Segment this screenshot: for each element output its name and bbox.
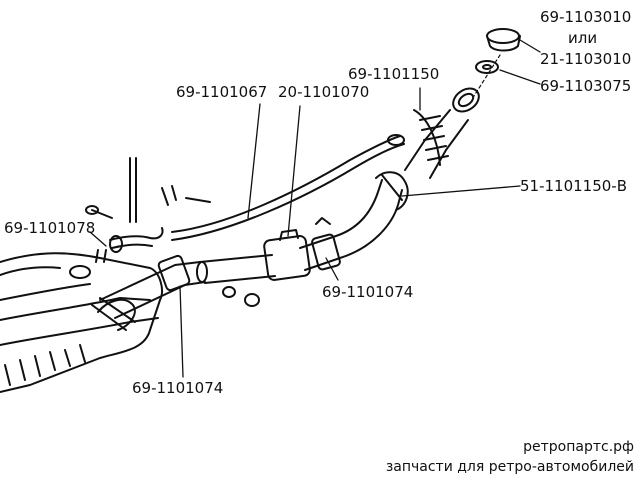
breather-tube: [95, 134, 405, 263]
label-clamp-a: 20-1101070: [278, 83, 370, 101]
filler-cap-group: [473, 28, 521, 97]
watermark-site: ретропартс.рф: [523, 439, 634, 455]
label-filler-hose: 69-1101150: [348, 65, 440, 83]
label-vent-pipe: 69-1101078: [4, 219, 96, 237]
filler-neck: [404, 87, 480, 179]
loose-parts: [85, 157, 260, 307]
label-or: или: [568, 29, 598, 47]
upper-filler-pipe: [299, 171, 409, 271]
label-cap-gasket: 69-1103075: [540, 77, 632, 95]
label-clamp-lower: 69-1101074: [132, 379, 224, 397]
fuel-tank: [0, 252, 163, 393]
leader-lines: [89, 39, 541, 378]
middle-pipe: [196, 229, 311, 284]
tank-neck-pipe: [91, 254, 206, 331]
label-filler-cap-alt: 21-1103010: [540, 50, 632, 68]
watermark-tagline: запчасти для ретро-автомобилей: [385, 459, 634, 475]
label-neck-pipe: 51-1101150-В: [520, 177, 628, 195]
label-breather-hose: 69-1101067: [176, 83, 268, 101]
label-filler-cap: 69-1103010: [540, 8, 632, 26]
label-clamp-upper: 69-1101074: [322, 283, 414, 301]
